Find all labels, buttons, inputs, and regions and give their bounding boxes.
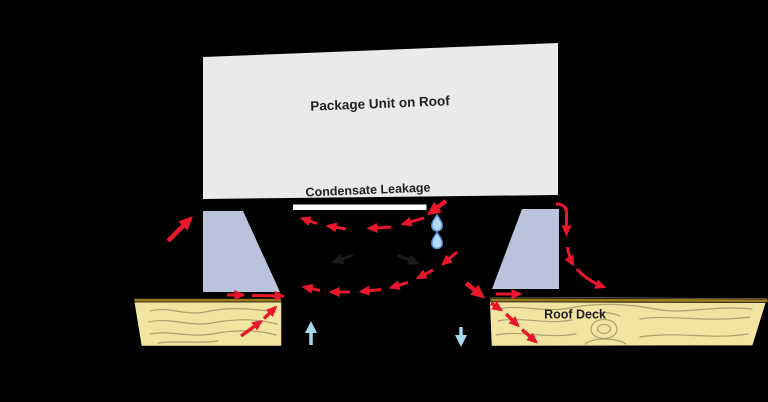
wood-grain xyxy=(157,340,219,344)
curb-side-leak-arrow xyxy=(555,202,572,237)
wood-grain xyxy=(149,308,277,314)
wood-knot xyxy=(596,323,612,335)
condensate-pan xyxy=(292,203,428,211)
wood-grain xyxy=(149,330,277,336)
air-leakage-arrow xyxy=(464,281,486,299)
vertical-airflow-arrows xyxy=(305,321,467,347)
deck-leak-arrow xyxy=(520,328,538,344)
airflow-dash-arrow xyxy=(400,216,425,227)
wood-grain xyxy=(497,318,573,323)
wood-grain xyxy=(497,303,753,312)
deck-leak-arrow xyxy=(240,320,264,338)
air-leakage-arrow xyxy=(166,216,193,243)
left-deck-membrane xyxy=(132,298,282,303)
airflow-dash-arrow xyxy=(388,280,409,290)
airflow-dash-arrow xyxy=(358,285,382,296)
left-roof-curb xyxy=(203,211,280,292)
wood-grain xyxy=(584,338,627,345)
condensate-leak-arrow xyxy=(426,199,448,216)
airflow-dash-arrow xyxy=(301,283,321,294)
wood-knot xyxy=(590,318,618,340)
package-unit: Package Unit on Roof Condensate Leakage xyxy=(203,43,558,204)
deck-leak-arrow xyxy=(490,301,504,312)
wood-grain xyxy=(589,311,621,317)
package-unit-label: Package Unit on Roof xyxy=(310,93,451,114)
condensate-leakage-label: Condensate Leakage xyxy=(305,180,431,199)
airflow-dash-arrow xyxy=(325,222,347,233)
airflow-dash-arrow xyxy=(441,250,458,266)
airflow-dash-arrow xyxy=(366,222,392,233)
curb-gap-arrow xyxy=(251,290,286,301)
right-deck-membrane xyxy=(488,297,768,303)
deck-leak-arrow xyxy=(504,312,520,328)
air-leakage-arrows xyxy=(166,199,607,344)
roof-deck-label: Roof Deck xyxy=(544,308,606,322)
recirculation-arrows xyxy=(331,253,420,265)
right-roof-curb xyxy=(492,209,559,289)
airflow-dash-arrow xyxy=(415,268,434,280)
deck-leak-arrow xyxy=(262,305,278,320)
wood-grain xyxy=(639,316,751,320)
package-unit-body xyxy=(203,43,558,204)
right-roof-deck: Roof Deck xyxy=(488,295,768,348)
airflow-dash-arrow xyxy=(299,216,318,226)
curb-side-leak-arrow xyxy=(575,267,607,289)
wood-grain xyxy=(639,333,749,338)
recirculation-arrow xyxy=(396,253,420,265)
recirculation-arrow xyxy=(331,253,354,265)
curb-side-leak-arrow xyxy=(564,246,575,267)
